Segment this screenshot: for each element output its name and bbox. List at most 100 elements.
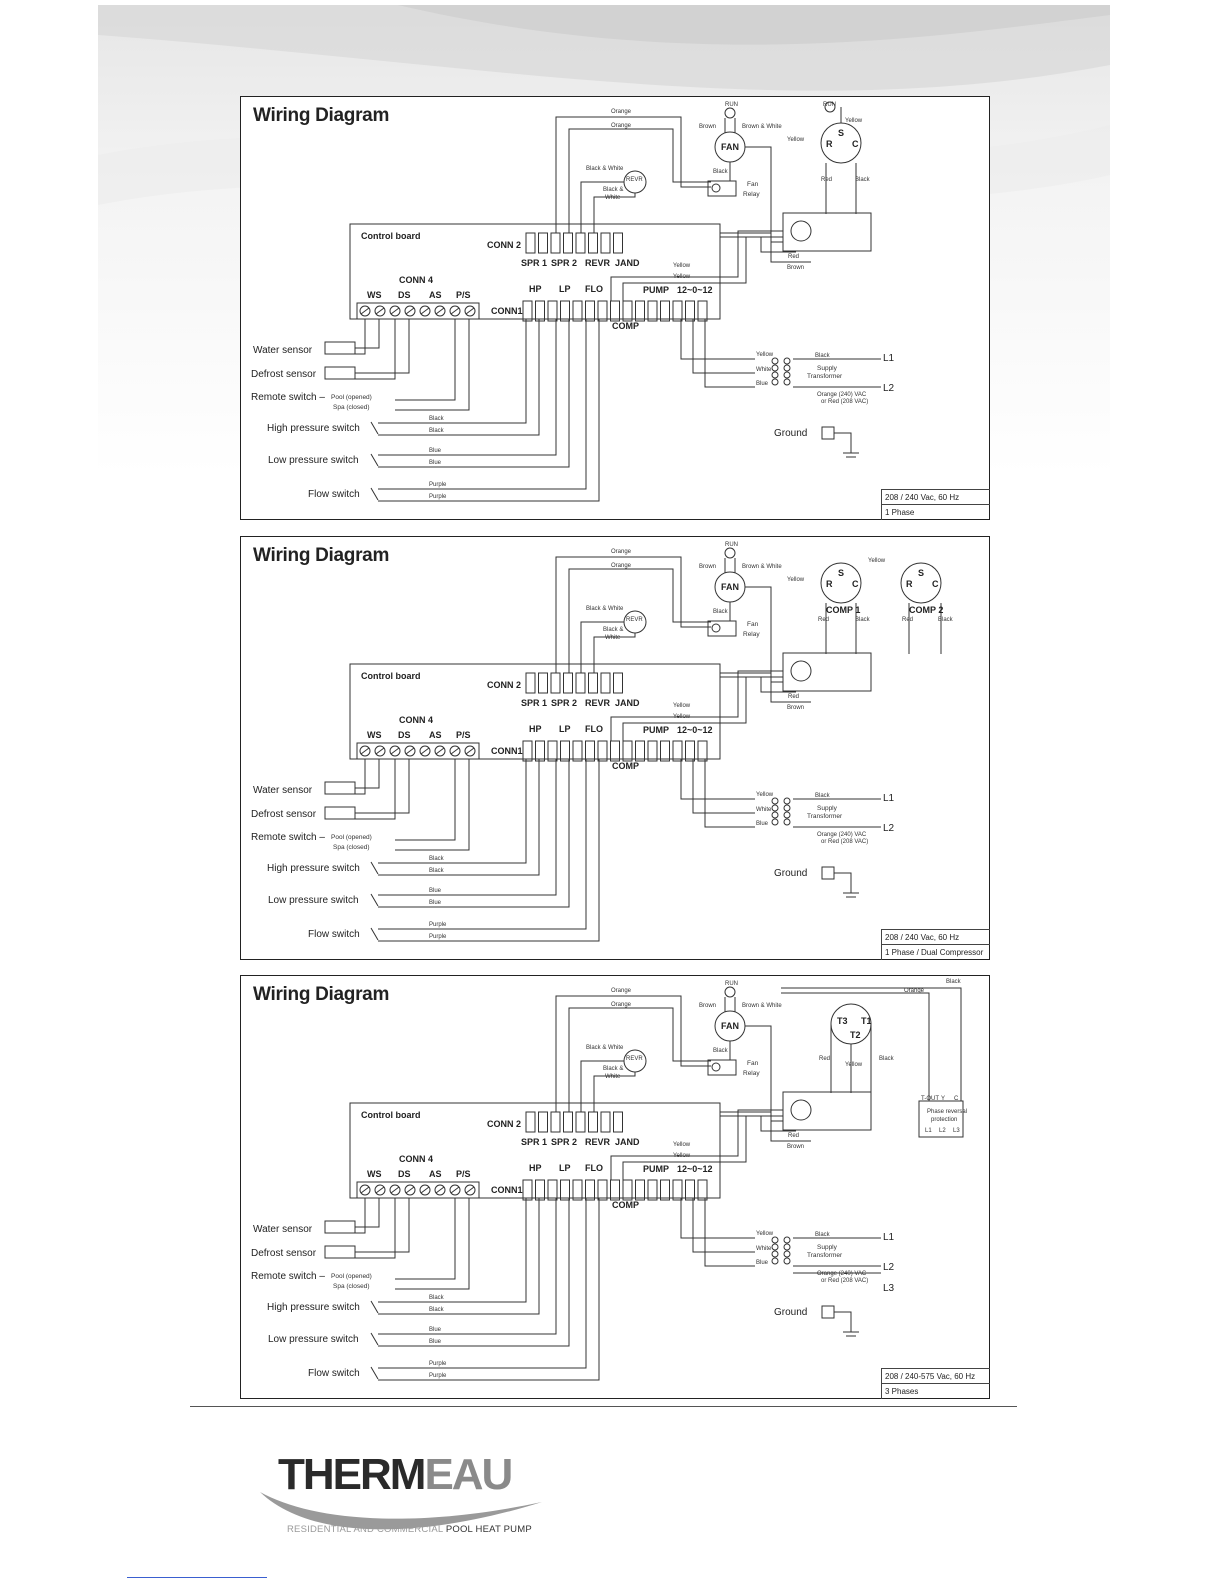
- remote-switch-label: Remote switch –: [251, 1271, 325, 1282]
- wire: [781, 987, 962, 1101]
- screw-terminal: [374, 1184, 386, 1196]
- diagram-label: RUN: [725, 981, 738, 987]
- transformer-coil: [771, 364, 779, 372]
- wire-color: Blue: [429, 1327, 442, 1333]
- diagram-label: Yellow: [673, 1153, 691, 1159]
- diagram-label: Yellow: [756, 1231, 774, 1237]
- diagram-label: Brown & White: [742, 124, 782, 130]
- diagram-label: T-OUT: [921, 1096, 939, 1102]
- diagram-label: COMP 2: [909, 605, 944, 615]
- conn4-label: CONN 4: [399, 1154, 434, 1164]
- wire: [355, 1198, 380, 1228]
- wire-color: Black: [429, 428, 444, 434]
- wire: [435, 1186, 445, 1194]
- logo-wordmark: THERMEAU: [278, 1450, 513, 1499]
- spec-voltage: 208 / 240 Vac, 60 Hz: [882, 930, 990, 945]
- wire: [378, 1198, 587, 1369]
- diagram-label: 12~0~12: [677, 725, 713, 735]
- wire: [395, 1198, 470, 1290]
- wire: [370, 421, 379, 435]
- transformer-coil: [771, 804, 779, 812]
- water-sensor-label: Water sensor: [253, 785, 313, 796]
- wire: [355, 1198, 396, 1259]
- diagram-label: 12~0~12: [677, 1164, 713, 1174]
- conn4-block: [356, 742, 480, 760]
- diagram-label: Black: [815, 793, 830, 799]
- diagram-label: Orange: [611, 123, 632, 129]
- conn2-terminal: [575, 232, 586, 254]
- diagram-label: P/S: [456, 1169, 471, 1179]
- wire: [370, 487, 379, 501]
- defrost-sensor: [324, 806, 356, 820]
- revr-coil-label: REVR: [626, 177, 643, 183]
- remote-switch-label: Remote switch –: [251, 392, 325, 403]
- conn1-terminal: [522, 300, 533, 322]
- diagram-label: Black: [713, 1048, 728, 1054]
- high_pressure-label: High pressure switch: [267, 1302, 360, 1313]
- conn1-terminal: [647, 1179, 658, 1201]
- conn1-terminal: [647, 740, 658, 762]
- wire: [355, 759, 366, 795]
- screw-terminal: [464, 1184, 476, 1196]
- diagram-label: S: [918, 568, 925, 578]
- wire: [610, 670, 783, 741]
- diagram-label: Yellow: [756, 352, 774, 358]
- screw-terminal: [359, 1184, 371, 1196]
- wire: [355, 319, 396, 380]
- wire: [580, 181, 624, 233]
- diagram-label: Relay: [743, 1070, 760, 1077]
- jand-label: JAND: [615, 698, 640, 708]
- diagram-label: Black & White: [586, 606, 624, 612]
- diagram-label: Orange: [611, 988, 632, 994]
- water-sensor: [324, 781, 356, 795]
- spec-phase: 1 Phase / Dual Compressor: [885, 948, 984, 957]
- conn2-terminal: [600, 1111, 611, 1133]
- diagram-label: Black: [713, 609, 728, 615]
- wire: [450, 307, 460, 315]
- transformer-coil: [783, 1257, 791, 1265]
- diagram-label: Brown: [699, 1003, 717, 1009]
- wire-color: Black: [429, 416, 444, 422]
- phase-reversal-protection: [918, 1100, 964, 1138]
- diagram-label: or Red (208 VAC): [821, 1278, 869, 1284]
- diagram-label: PUMP: [643, 285, 670, 295]
- diagram-label: T1: [861, 1016, 872, 1026]
- wire: [355, 759, 396, 820]
- screw-terminal: [389, 1184, 401, 1196]
- conn2-terminal: [600, 232, 611, 254]
- spr1-label: SPR 1: [521, 698, 548, 708]
- control-board-label: Control board: [361, 671, 421, 681]
- diagram-label: Black: [938, 617, 953, 623]
- diagram-label: P/S: [456, 730, 471, 740]
- high_pressure-label: High pressure switch: [267, 863, 360, 874]
- diagram-label: HP: [529, 284, 542, 294]
- transformer-coil: [771, 1257, 779, 1265]
- diagram-label: Brown: [787, 705, 805, 711]
- conn1-terminal: [547, 1179, 558, 1201]
- wire: [378, 319, 570, 468]
- conn2-terminal: [525, 232, 536, 254]
- spec-phase: 1 Phase: [885, 508, 915, 517]
- conn1-terminal: [660, 300, 670, 322]
- conn2-terminal: [575, 1111, 586, 1133]
- diagram-label: RUN: [823, 102, 836, 108]
- schematic-lines: [324, 986, 964, 1381]
- screw-terminal: [419, 1184, 431, 1196]
- water-sensor: [324, 1220, 356, 1234]
- comp-label: COMP: [612, 1200, 639, 1210]
- ground-terminal: [821, 1305, 835, 1319]
- wire: [435, 307, 445, 315]
- diagram-title: Wiring Diagram: [253, 545, 390, 566]
- wire: [395, 1198, 456, 1280]
- diagram-label: HP: [529, 1163, 542, 1173]
- conn4-label: CONN 4: [399, 715, 434, 725]
- wire-color: Purple: [429, 934, 447, 940]
- screw-terminal: [464, 745, 476, 757]
- wire: [355, 759, 380, 789]
- diagram-label: Blue: [756, 821, 769, 827]
- wire: [355, 319, 366, 355]
- conn2-terminal: [550, 232, 561, 254]
- wire: [360, 307, 370, 315]
- spr1-label: SPR 1: [521, 258, 548, 268]
- conn1-terminal: [585, 740, 595, 762]
